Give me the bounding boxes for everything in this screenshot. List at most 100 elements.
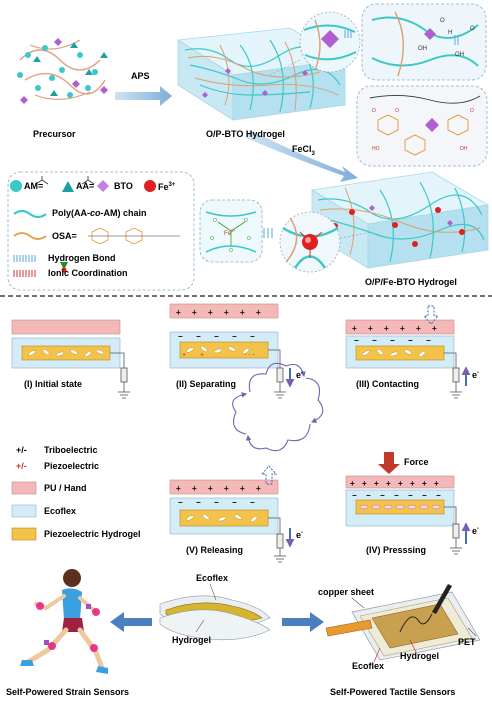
strain-hydrogel-label: Hydrogel bbox=[172, 635, 212, 645]
svg-text:−: − bbox=[178, 498, 183, 507]
svg-text:−: − bbox=[390, 336, 395, 345]
svg-text:−: − bbox=[394, 491, 399, 500]
legend-osa-label: OSA= bbox=[52, 231, 77, 241]
key-piezo-symbol: +/- bbox=[16, 461, 27, 471]
svg-text:O: O bbox=[213, 218, 217, 224]
legend-aa-label: AA= bbox=[76, 181, 95, 191]
electron-label-4: e- bbox=[472, 526, 480, 536]
svg-text:−: − bbox=[380, 491, 385, 500]
tactile-sensor-illustration bbox=[325, 584, 481, 663]
op-hydrogel-label: O/P-BTO Hydrogel bbox=[206, 129, 285, 139]
svg-text:O: O bbox=[470, 26, 475, 32]
svg-text:+: + bbox=[400, 324, 405, 333]
svg-text:+: + bbox=[240, 308, 245, 317]
svg-text:+: + bbox=[398, 479, 403, 488]
copper-sheet-label: copper sheet bbox=[318, 587, 375, 597]
svg-text:+: + bbox=[422, 479, 427, 488]
svg-text:+: + bbox=[350, 479, 355, 488]
svg-text:+: + bbox=[434, 479, 439, 488]
key-hydrogel-label: Piezoelectric Hydrogel bbox=[44, 529, 141, 539]
legend-ionic-label: Ionic Coordination bbox=[48, 268, 128, 278]
legend-hbond-label: Hydrogen Bond bbox=[48, 253, 116, 263]
svg-text:+: + bbox=[176, 484, 181, 493]
electron-label-2: e- bbox=[296, 370, 304, 380]
tactile-hydrogel-label: Hydrogel bbox=[400, 651, 440, 661]
svg-text:+: + bbox=[240, 484, 245, 493]
svg-text:O: O bbox=[470, 108, 474, 114]
svg-text:−: − bbox=[232, 332, 237, 341]
svg-text:+: + bbox=[208, 484, 213, 493]
key-pu-swatch bbox=[11, 481, 37, 495]
svg-text:H: H bbox=[448, 30, 452, 36]
panel-releasing: + + + + + + − − − − − bbox=[169, 465, 295, 563]
precursor-cluster bbox=[17, 38, 108, 104]
svg-text:+: + bbox=[416, 324, 421, 333]
legend-am-label: AM= bbox=[24, 181, 44, 191]
key-ecoflex-swatch bbox=[11, 504, 37, 518]
svg-text:−: − bbox=[436, 491, 441, 500]
svg-text:−: − bbox=[214, 498, 219, 507]
svg-text:−: − bbox=[250, 332, 255, 341]
coordination-wedge-icon bbox=[60, 256, 68, 273]
legend-box bbox=[7, 171, 195, 291]
panel-pressing: ++++++++ −−−−−−− bbox=[345, 452, 471, 555]
panel-contacting: ++++++ −−−−− bbox=[345, 305, 471, 399]
svg-text:−: − bbox=[354, 336, 359, 345]
svg-text:+: + bbox=[224, 484, 229, 493]
svg-text:−: − bbox=[422, 491, 427, 500]
svg-text:+: + bbox=[192, 484, 197, 493]
svg-text:−: − bbox=[232, 498, 237, 507]
tactile-ecoflex-label: Ecoflex bbox=[352, 661, 385, 671]
svg-text:+: + bbox=[182, 352, 186, 359]
cycle-loop bbox=[232, 362, 324, 452]
svg-text:+: + bbox=[208, 308, 213, 317]
svg-text:+: + bbox=[432, 324, 437, 333]
electron-label-3: e- bbox=[472, 370, 480, 380]
svg-text:+: + bbox=[374, 479, 379, 488]
svg-text:O: O bbox=[247, 236, 251, 242]
runner-illustration bbox=[20, 569, 108, 674]
stage-pressing-label: (IV) Presssing bbox=[366, 545, 427, 555]
legend-chain-label: Poly(AA-co-AM) chain bbox=[52, 208, 147, 218]
key-ecoflex-label: Ecoflex bbox=[44, 506, 77, 516]
opfe-hydrogel-label: O/P/Fe-BTO Hydrogel bbox=[365, 277, 457, 287]
force-label: Force bbox=[404, 457, 429, 467]
opfe-hydrogel-block bbox=[310, 171, 490, 269]
stage-releasing-label: (V) Releasing bbox=[186, 545, 244, 555]
svg-text:−: − bbox=[214, 332, 219, 341]
strain-sensors-title: Self-Powered Strain Sensors bbox=[6, 687, 130, 697]
svg-text:−: − bbox=[178, 332, 183, 341]
aps-label: APS bbox=[131, 71, 150, 81]
svg-text:+: + bbox=[352, 324, 357, 333]
fe-coordination-zoom bbox=[279, 211, 341, 273]
svg-text:OH: OH bbox=[455, 52, 464, 58]
svg-text:+: + bbox=[200, 352, 204, 359]
to-tactile-arrow bbox=[282, 612, 324, 632]
svg-text:−: − bbox=[372, 336, 377, 345]
svg-text:−: − bbox=[250, 498, 255, 507]
svg-text:O: O bbox=[210, 236, 214, 242]
stage-initial-label: (I) Initial state bbox=[24, 379, 83, 389]
svg-text:+: + bbox=[256, 484, 261, 493]
electron-label-5: e- bbox=[296, 530, 304, 540]
svg-text:+: + bbox=[368, 324, 373, 333]
svg-text:+: + bbox=[224, 308, 229, 317]
legend-fe-label: Fe3+ bbox=[158, 182, 176, 192]
key-hydrogel-swatch bbox=[11, 527, 37, 541]
legend-bto-label: BTO bbox=[114, 181, 133, 191]
svg-text:−: − bbox=[426, 336, 431, 345]
pet-label: PET bbox=[458, 637, 476, 647]
stage-separating-label: (II) Separating bbox=[176, 379, 237, 389]
key-tribo-label: Triboelectric bbox=[44, 445, 98, 455]
svg-text:+: + bbox=[192, 308, 197, 317]
key-piezo-label: Piezoelectric bbox=[44, 461, 100, 471]
aps-arrow bbox=[115, 86, 172, 106]
svg-text:−: − bbox=[196, 498, 201, 507]
svg-text:+: + bbox=[176, 308, 181, 317]
svg-text:O: O bbox=[440, 18, 445, 24]
tactile-sensors-title: Self-Powered Tactile Sensors bbox=[330, 687, 456, 697]
svg-text:−: − bbox=[408, 336, 413, 345]
